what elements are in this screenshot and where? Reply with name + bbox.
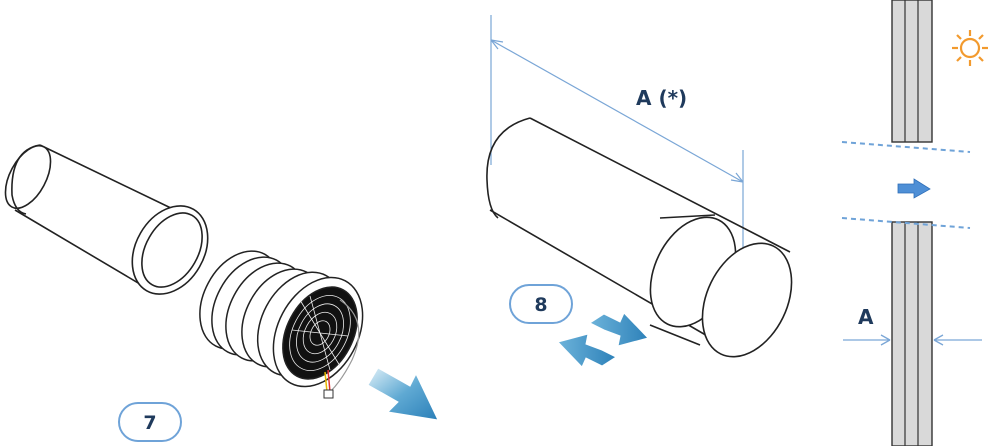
step-7-badge: 7 (118, 402, 182, 442)
step-8-badge: 8 (509, 284, 573, 324)
sun-icon (952, 30, 988, 66)
dimension-lines-step8 (490, 15, 744, 300)
step-8-number: 8 (534, 294, 547, 316)
dimension-label-wall: A (858, 305, 874, 329)
sleeve-pipe-step7 (4, 144, 209, 295)
airflow-arrow-icon (897, 178, 931, 199)
fan-unit-step7 (199, 250, 364, 399)
dimension-label-long: A (*) (636, 86, 687, 110)
wall-thickness-dimension (843, 334, 982, 346)
pull-out-arrow-icon (367, 367, 439, 421)
sleeve-pipe-step8 (486, 117, 793, 358)
step-7-number: 7 (143, 412, 156, 434)
move-arrows-icon (557, 312, 649, 368)
wall-section (841, 0, 971, 446)
